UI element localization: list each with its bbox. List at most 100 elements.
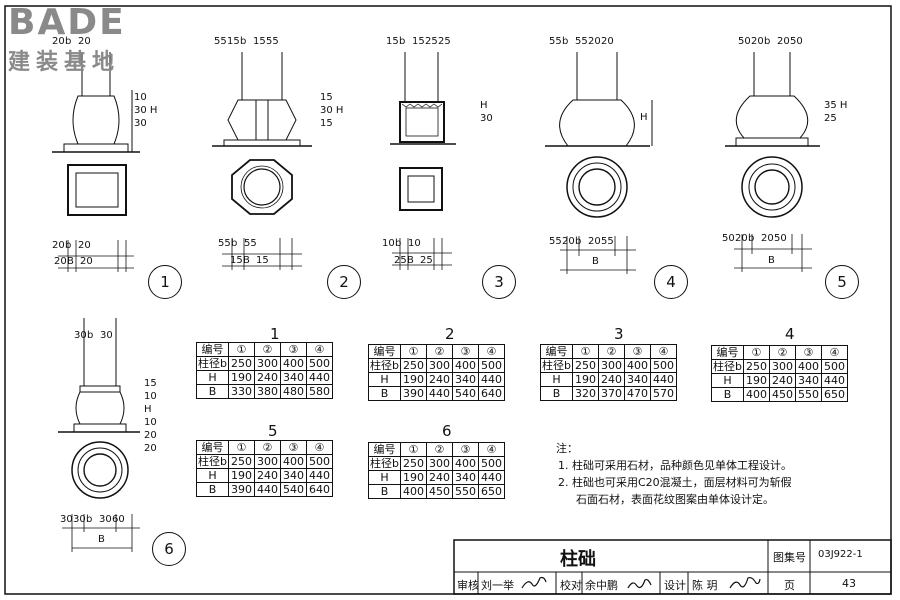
table-cell: ③	[451, 442, 479, 457]
dimension-label: b	[86, 514, 93, 525]
table-cell: 440	[649, 372, 677, 387]
row-header-cell: H	[368, 470, 401, 485]
dimension-label: 35 H	[824, 100, 848, 111]
dimension-label: 25	[394, 255, 407, 266]
title-block-frame	[453, 539, 892, 595]
dimension-label: 15	[227, 36, 240, 47]
dimension-label: 55	[266, 36, 279, 47]
row-header-cell: H	[196, 370, 229, 385]
table-6-title: 6	[442, 422, 452, 440]
table-cell: 390	[227, 482, 255, 497]
dimension-label: b	[748, 233, 755, 244]
row-header-cell: 柱径b	[368, 456, 401, 471]
dimension-label: H	[480, 100, 488, 111]
table-cell: 640	[305, 482, 333, 497]
dimension-label: 10	[408, 238, 421, 249]
table-cell: 650	[820, 387, 848, 402]
detail-3-elevation	[390, 52, 456, 145]
dimension-label: 30	[73, 514, 86, 525]
dimension-label: B	[407, 255, 414, 266]
table-cell: 190	[227, 370, 255, 385]
detail-3-dims	[392, 238, 452, 270]
table-cell: 450	[768, 387, 796, 402]
dimension-label: b	[562, 36, 569, 47]
check-label: 校对	[560, 579, 582, 592]
table-cell: ②	[253, 440, 281, 455]
detail-number-4: 4	[654, 265, 688, 299]
dimension-label: 20	[601, 36, 614, 47]
table-cell: ①	[399, 442, 427, 457]
row-header-cell: B	[540, 386, 573, 401]
dimension-label: 30	[134, 118, 147, 129]
table-1-title: 1	[270, 325, 280, 343]
design-label: 设计	[664, 579, 686, 592]
table-cell: ④	[649, 344, 677, 359]
designer-signature	[729, 576, 761, 589]
table-cell: 480	[279, 384, 307, 399]
row-header-cell: 编号	[368, 442, 401, 457]
drawing-title: 柱础	[560, 549, 596, 570]
dimension-label: 15	[412, 36, 425, 47]
table-cell: 240	[597, 372, 625, 387]
table-cell: 440	[253, 482, 281, 497]
dimension-label: B	[768, 255, 775, 266]
table-cell: 190	[227, 468, 255, 483]
table-cell: 440	[477, 470, 505, 485]
table-cell: 240	[425, 470, 453, 485]
dimension-label: 20	[78, 240, 91, 251]
table-cell: 450	[425, 484, 453, 499]
dimension-label: 20	[735, 233, 748, 244]
dimension-label: 15	[144, 378, 157, 389]
dimension-label: 15	[230, 255, 243, 266]
atlas-number: 03J922-1	[818, 549, 863, 560]
table-cell: ②	[425, 442, 453, 457]
table-cell: ③	[279, 440, 307, 455]
dimension-label: b	[399, 36, 406, 47]
table-cell: 500	[477, 456, 505, 471]
table-cell: 440	[305, 468, 333, 483]
table-cell: ④	[820, 345, 848, 360]
table-4-title: 4	[785, 325, 795, 343]
dimension-label: 10	[144, 391, 157, 402]
table-cell: ②	[768, 345, 796, 360]
dimension-label: 20	[588, 36, 601, 47]
dimension-label: 30	[74, 330, 87, 341]
detail-6-elevation	[58, 318, 140, 433]
detail-1-elevation	[52, 52, 140, 153]
dimension-label: 20	[144, 430, 157, 441]
detail-5-dims	[734, 234, 812, 272]
dimension-label: 20	[52, 240, 65, 251]
table-cell: 240	[253, 468, 281, 483]
detail-5-elevation	[725, 52, 820, 147]
table-cell: ③	[794, 345, 822, 360]
table-cell: ①	[227, 440, 255, 455]
row-header-cell: 柱径b	[540, 358, 573, 373]
table-cell: 540	[279, 482, 307, 497]
detail-6-plan	[71, 441, 129, 499]
detail-number-5: 5	[825, 265, 859, 299]
row-header-cell: 柱径b	[196, 454, 229, 469]
table-cell: 550	[794, 387, 822, 402]
row-header-cell: 柱径b	[368, 358, 401, 373]
table-cell: 400	[279, 454, 307, 469]
atlas-label: 图集号	[773, 551, 806, 564]
detail-3-plan	[399, 167, 443, 211]
table-cell: ③	[451, 344, 479, 359]
dimension-label: 20	[777, 36, 790, 47]
detail-number-3: 3	[482, 265, 516, 299]
table-cell: 190	[399, 470, 427, 485]
checker-signature	[627, 578, 652, 589]
checker-name: 余中鹏	[585, 579, 618, 592]
dimension-label: b	[395, 238, 402, 249]
dimension-label: 10	[144, 417, 157, 428]
